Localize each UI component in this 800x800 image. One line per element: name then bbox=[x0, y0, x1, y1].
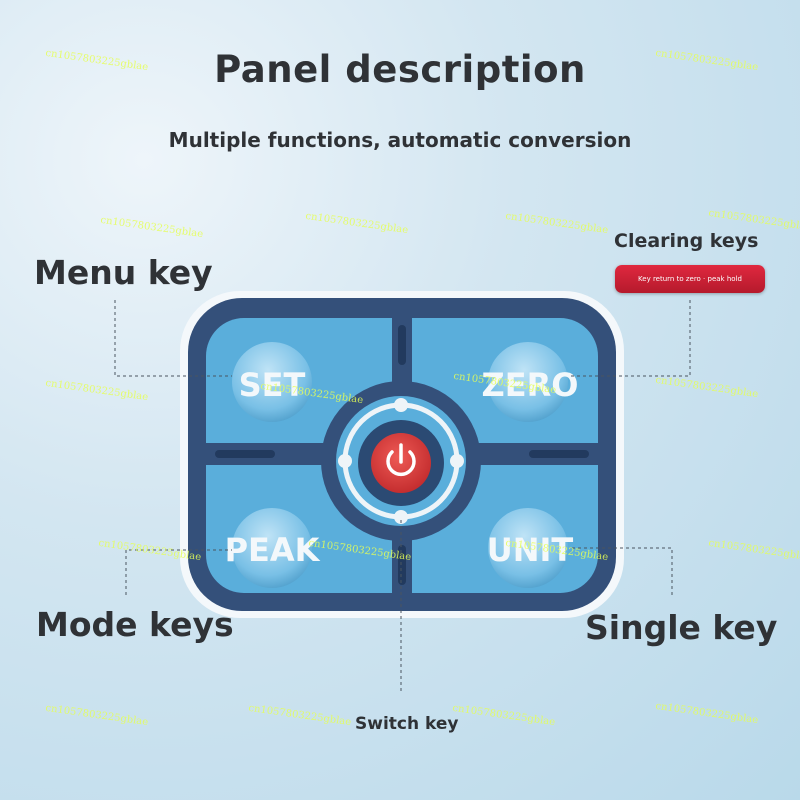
ring-dot-top bbox=[394, 398, 408, 412]
unit-button-body bbox=[488, 508, 568, 588]
set-button-label: SET bbox=[239, 366, 306, 404]
zero-button-body bbox=[488, 342, 568, 422]
mode-callout-line bbox=[125, 549, 232, 595]
menu-callout-line bbox=[114, 300, 232, 377]
clearing-callout-line bbox=[570, 300, 691, 377]
ring-dot-right bbox=[450, 454, 464, 468]
clearing-keys-label: Clearing keys bbox=[614, 230, 759, 252]
mode-keys-label: Mode keys bbox=[36, 605, 234, 644]
divider-groove-left bbox=[215, 450, 275, 458]
clearing-keys-badge: Key return to zero · peak hold bbox=[615, 265, 765, 293]
peak-button-body bbox=[232, 508, 312, 588]
power-icon bbox=[386, 450, 416, 477]
menu-key-label: Menu key bbox=[34, 253, 213, 292]
single-key-label: Single key bbox=[585, 608, 778, 647]
divider-groove-top bbox=[398, 325, 406, 365]
switch-key-label: Switch key bbox=[355, 714, 459, 734]
ring-dot-bottom bbox=[394, 510, 408, 524]
unit-button-label: UNIT bbox=[487, 531, 574, 569]
peak-button-label: PEAK bbox=[225, 531, 321, 569]
single-callout-line bbox=[570, 547, 673, 595]
divider-groove-right bbox=[529, 450, 589, 458]
set-button-body bbox=[232, 342, 312, 422]
page-subtitle: Multiple functions, automatic conversion bbox=[168, 128, 632, 152]
page-title: Panel description bbox=[214, 48, 586, 91]
divider-groove-bottom bbox=[398, 545, 406, 585]
zero-button-label: ZERO bbox=[482, 366, 579, 404]
ring-dot-left bbox=[338, 454, 352, 468]
